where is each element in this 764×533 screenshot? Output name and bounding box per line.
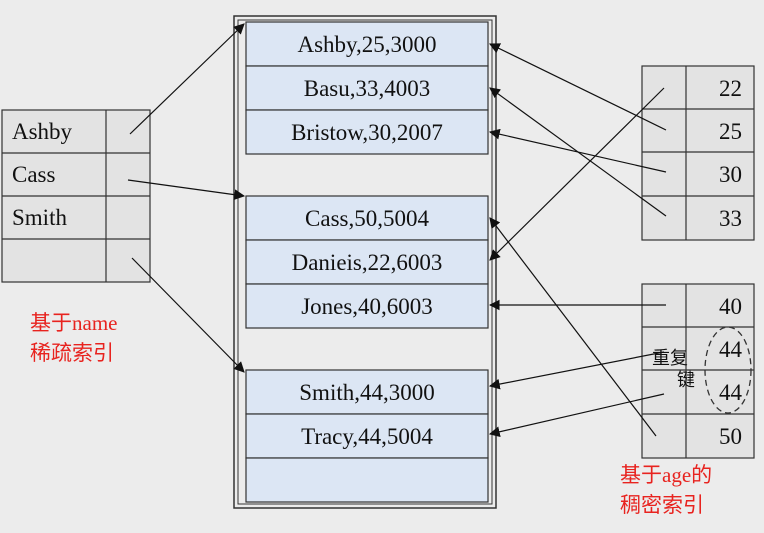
duplicate-key-label-line2: 键 xyxy=(677,370,695,390)
name-index-label-line1: 基于name xyxy=(30,311,117,335)
age-key-50: 50 xyxy=(719,424,742,449)
pointer-33-to-basu xyxy=(489,87,667,217)
record-basu: Basu,33,4003 xyxy=(304,76,431,101)
record-cell xyxy=(245,413,489,459)
age-index-pointers xyxy=(488,43,667,438)
age-key-22: 22 xyxy=(719,76,742,101)
record-cell xyxy=(245,283,489,329)
data-block-3: Smith,44,3000 Tracy,44,5004 xyxy=(245,369,489,503)
name-key-smith: Smith xyxy=(12,205,67,230)
pointer-25-to-ashby xyxy=(489,43,667,131)
name-index-pointers xyxy=(127,23,246,373)
age-index-frame-1 xyxy=(641,65,755,241)
pointer-ashby-to-block1 xyxy=(129,23,245,135)
age-key-25: 25 xyxy=(719,119,742,144)
data-block-2: Cass,50,5004 Danieis,22,6003 Jones,40,60… xyxy=(245,195,489,329)
age-index-frame-2 xyxy=(641,283,755,459)
record-cell xyxy=(245,195,489,241)
age-dense-index-group-1: 22 25 30 33 xyxy=(641,65,755,241)
pointer-44-to-smith xyxy=(488,351,665,390)
age-key-40: 40 xyxy=(719,294,742,319)
age-key-33: 33 xyxy=(719,206,742,231)
name-key-ashby: Ashby xyxy=(12,119,73,144)
name-sparse-index: Ashby Cass Smith xyxy=(1,109,151,283)
data-block-1: Ashby,25,3000 Basu,33,4003 Bristow,30,20… xyxy=(245,21,489,155)
pointer-22-to-danieis xyxy=(489,87,665,261)
record-smith: Smith,44,3000 xyxy=(299,380,434,405)
duplicate-key-highlight xyxy=(704,326,752,414)
record-cell xyxy=(245,369,489,415)
record-cell xyxy=(245,21,489,67)
data-file-inner-frame xyxy=(237,19,493,505)
age-index-label-line1: 基于age的 xyxy=(620,463,712,487)
record-cell xyxy=(245,239,489,285)
age-key-44-a: 44 xyxy=(719,337,743,362)
pointer-cass-to-block2 xyxy=(127,179,246,201)
duplicate-key-label-line1: 重复 xyxy=(652,348,688,368)
record-cell xyxy=(245,457,489,503)
record-bristow: Bristow,30,2007 xyxy=(291,120,443,145)
record-tracy: Tracy,44,5004 xyxy=(301,424,433,449)
name-index-label-line2: 稀疏索引 xyxy=(30,341,114,365)
record-jones: Jones,40,6003 xyxy=(301,294,433,319)
name-key-cass: Cass xyxy=(12,162,56,187)
pointer-44-to-tracy xyxy=(488,393,665,438)
record-cass: Cass,50,5004 xyxy=(305,206,429,231)
record-ashby: Ashby,25,3000 xyxy=(297,32,436,57)
age-key-30: 30 xyxy=(719,162,742,187)
record-cell xyxy=(245,109,489,155)
age-dense-index-group-2: 40 44 44 50 xyxy=(641,283,755,459)
pointer-50-to-cass xyxy=(489,217,657,437)
record-danieis: Danieis,22,6003 xyxy=(292,250,443,275)
pointer-smith-to-block3 xyxy=(131,257,245,373)
age-key-44-b: 44 xyxy=(719,380,743,405)
data-file-outer-frame xyxy=(233,15,497,509)
age-index-label-line2: 稠密索引 xyxy=(620,493,704,517)
